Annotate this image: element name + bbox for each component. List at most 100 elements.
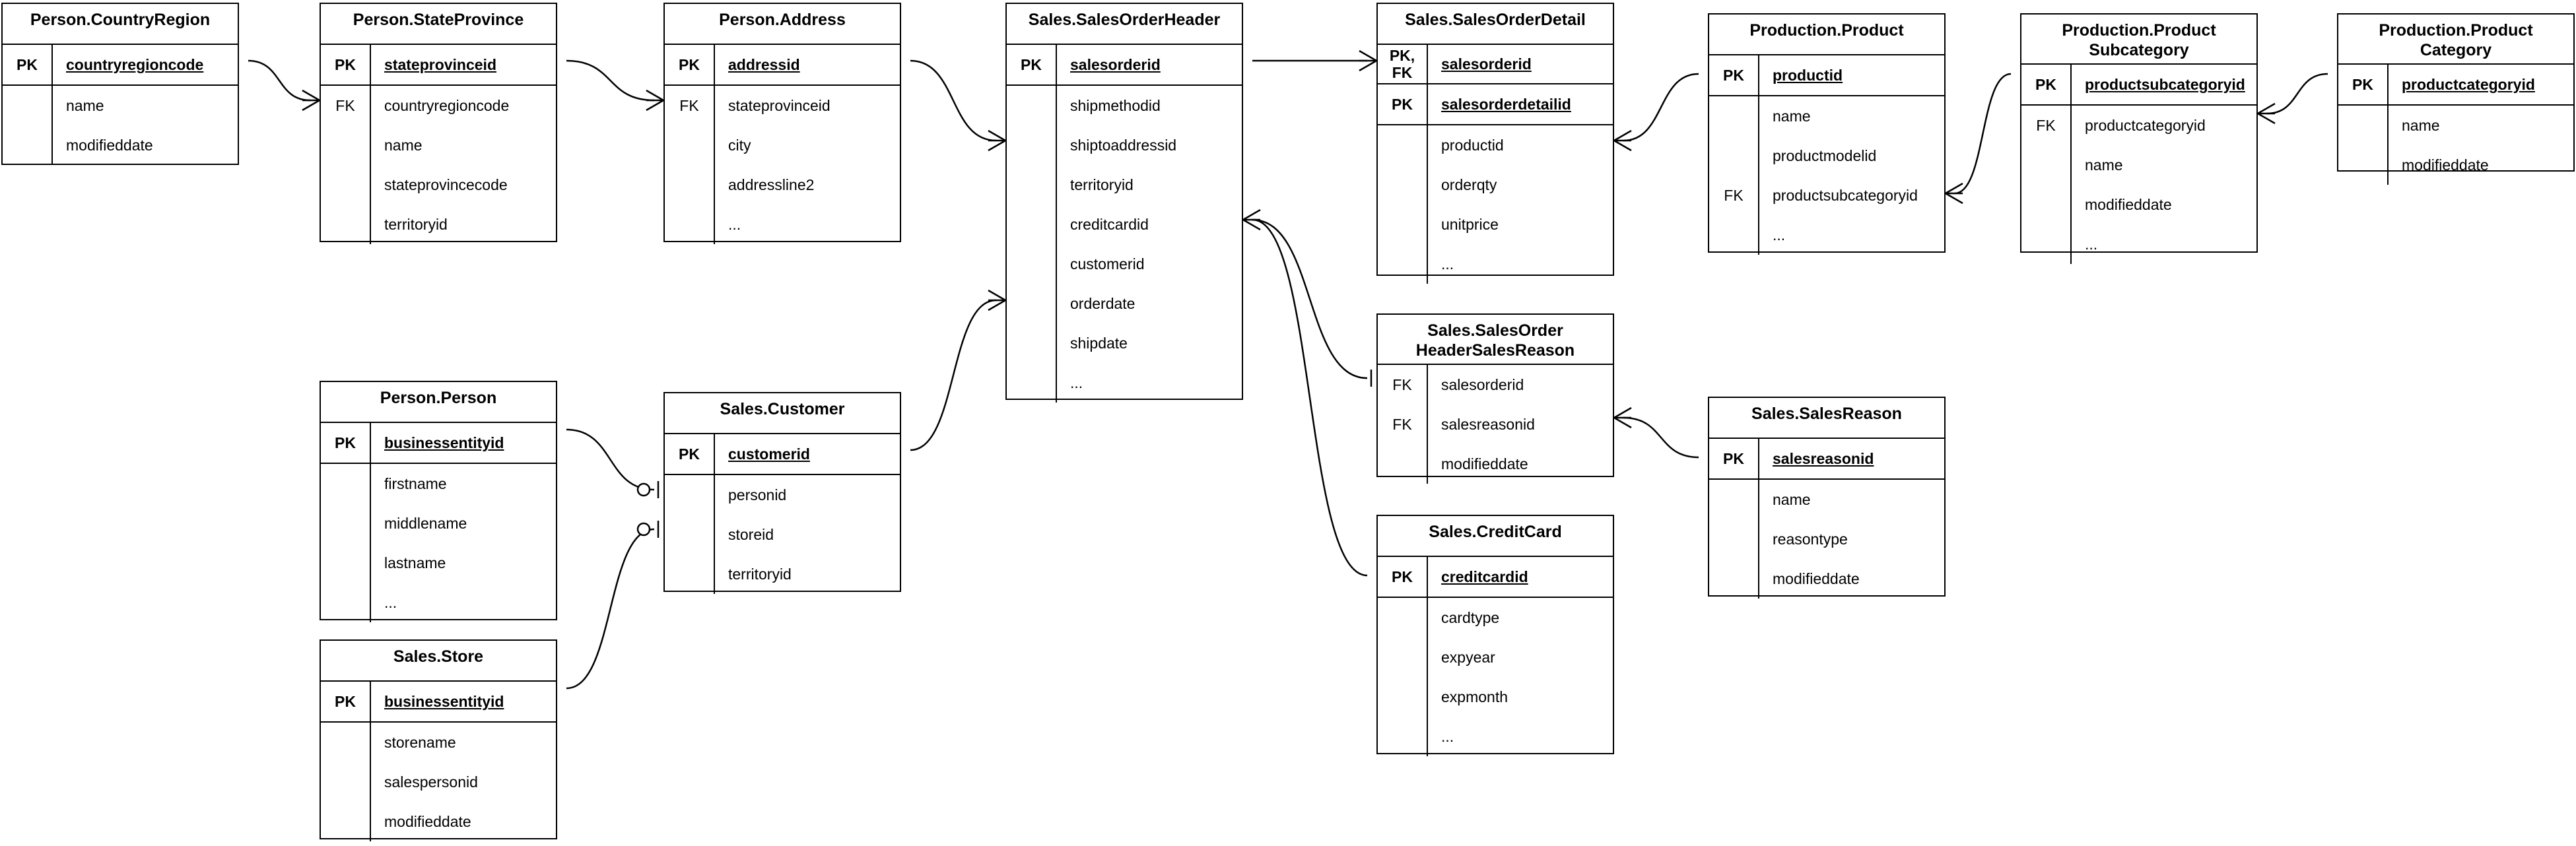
column-name: productcategoryid xyxy=(2402,76,2535,93)
attribute-row: city xyxy=(665,125,900,165)
column-name: productsubcategoryid xyxy=(1773,187,1918,204)
relationship-productcategory-to-productsubcategory xyxy=(2257,65,2344,125)
primary-key-row: PK creditcardid xyxy=(1378,557,1613,597)
column-name: countryregioncode xyxy=(66,56,204,73)
column-name: salesreasonid xyxy=(1773,450,1874,467)
key-marker: PK xyxy=(1709,439,1759,478)
relationship-customer-to-salesorderheader xyxy=(895,289,1006,459)
column-name: expyear xyxy=(1441,649,1495,666)
column-name: salesorderdetailid xyxy=(1441,96,1571,113)
column-name: territoryid xyxy=(728,566,792,583)
key-marker xyxy=(1378,444,1428,484)
entity-title: Sales.SalesOrderDetail xyxy=(1378,4,1613,45)
attribute-row: addressline2 xyxy=(665,165,900,205)
relationship-salesorderdetail-to-product xyxy=(1613,65,1714,152)
attribute-row: storename xyxy=(321,723,556,762)
key-marker: FK xyxy=(321,86,371,125)
attribute-row: stateprovincecode xyxy=(321,165,556,205)
column-name: customerid xyxy=(728,445,810,463)
key-marker: PK xyxy=(1007,45,1057,84)
attribute-row: shiptoaddressid xyxy=(1007,125,1242,165)
attribute-row: territoryid xyxy=(1007,165,1242,205)
key-marker xyxy=(321,543,371,583)
column-name: expmonth xyxy=(1441,688,1508,705)
key-marker xyxy=(1007,363,1057,403)
attribute-row: personid xyxy=(665,475,900,515)
key-marker xyxy=(321,165,371,205)
column-name: shipdate xyxy=(1070,335,1128,352)
entity-title: Production.Product Category xyxy=(2338,15,2573,65)
attribute-row: productmodelid xyxy=(1709,136,1944,176)
relationship-stateprovince-to-address xyxy=(551,52,664,112)
attribute-row: firstname xyxy=(321,464,556,504)
attribute-row: modifieddate xyxy=(3,125,238,165)
key-marker xyxy=(2338,145,2389,185)
column-name: salesorderid xyxy=(1441,376,1524,393)
attribute-row: customerid xyxy=(1007,244,1242,284)
column-name: ... xyxy=(728,216,741,233)
attribute-row: territoryid xyxy=(321,205,556,244)
primary-key-section: PK creditcardid xyxy=(1378,557,1613,598)
column-name: city xyxy=(728,137,751,154)
key-marker xyxy=(1007,86,1057,125)
entity-title: Sales.SalesOrder HeaderSalesReason xyxy=(1378,315,1613,365)
column-name: customerid xyxy=(1070,255,1145,273)
key-marker xyxy=(2021,224,2072,264)
key-marker xyxy=(1378,677,1428,717)
column-name: ... xyxy=(1070,374,1083,391)
key-marker xyxy=(1709,96,1759,136)
attribute-row: ... xyxy=(665,205,900,244)
column-name: firstname xyxy=(384,475,447,492)
entity-title: Person.Address xyxy=(665,4,900,45)
key-marker xyxy=(321,583,371,622)
column-name: addressline2 xyxy=(728,176,815,193)
key-marker xyxy=(2021,145,2072,185)
entity-title: Sales.Store xyxy=(321,641,556,682)
relationship-salesorderheader-to-headersalesreason xyxy=(1225,209,1373,387)
key-marker: PK xyxy=(665,45,715,84)
key-marker xyxy=(1007,244,1057,284)
key-marker xyxy=(1378,717,1428,756)
relationship-productsubcategory-to-product xyxy=(1945,65,2027,205)
column-name: name xyxy=(2402,117,2440,134)
column-name: ... xyxy=(2085,236,2098,253)
key-marker xyxy=(665,515,715,554)
relationship-salesreason-to-headersalesreason xyxy=(1613,407,1714,466)
column-name: reasontype xyxy=(1773,531,1848,548)
attribute-row: name xyxy=(321,125,556,165)
attribute-row: name xyxy=(3,86,238,125)
column-name: creditcardid xyxy=(1441,568,1528,585)
key-marker: PK xyxy=(2021,65,2072,104)
key-marker: PK xyxy=(1378,557,1428,597)
